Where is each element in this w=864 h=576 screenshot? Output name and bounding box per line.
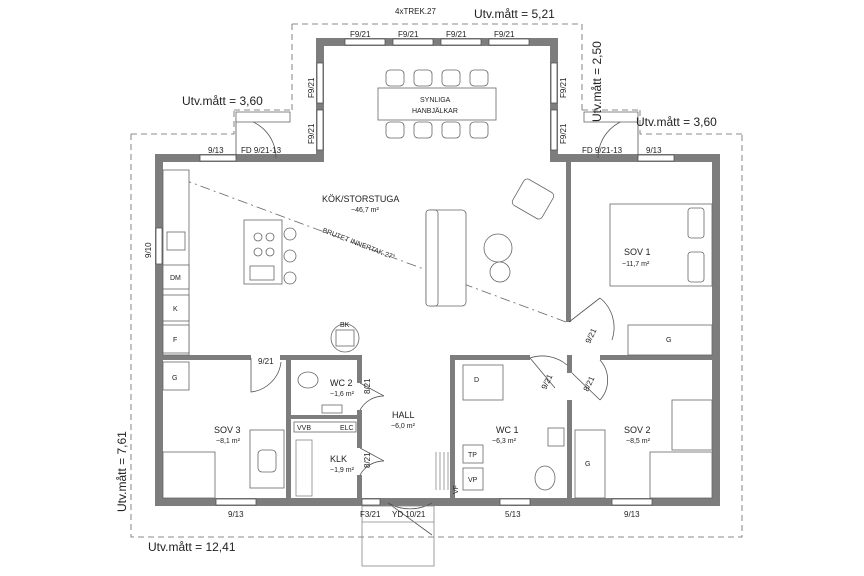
g-sov3-label: G	[172, 375, 177, 382]
ceiling-break-line	[162, 171, 567, 323]
door-label-entry: YD 10/21	[392, 510, 426, 519]
room-area-sov1: ~11,7 m²	[622, 261, 650, 268]
beams-label-1: SYNLIGA	[420, 97, 451, 104]
door-label-fd-left: FD 9/21-13	[241, 146, 282, 155]
window-label-wing-left: 9/13	[208, 146, 224, 155]
window-label-side-right-1: F9/21	[559, 77, 568, 98]
dm-label: DM	[170, 275, 181, 282]
window-bottom-left	[215, 498, 257, 506]
d-wc1-label: D	[474, 377, 479, 384]
door-label-sov3: 9/21	[258, 357, 274, 366]
vvb-label: VVB	[297, 425, 311, 432]
window-label-side-right-2: F9/21	[559, 123, 568, 144]
window-side-right-1	[550, 62, 558, 104]
room-area-klk: ~1,9 m²	[330, 467, 355, 474]
window-label-side-left-1: F9/21	[307, 77, 316, 98]
window-wing-left	[199, 154, 237, 162]
windows	[155, 38, 675, 506]
room-name-sov1: SOV 1	[624, 247, 651, 257]
window-label-top-1: F9/21	[350, 30, 371, 39]
k-label: K	[173, 306, 178, 313]
window-top-1	[344, 38, 386, 46]
window-label-top-2: F9/21	[398, 30, 419, 39]
room-name-klk: KLK	[330, 454, 347, 464]
room-area-wc1: ~6,3 m²	[492, 438, 517, 445]
door-label-fd-right: FD 9/21-13	[582, 146, 623, 155]
window-bottom-right	[611, 498, 653, 506]
room-area-sov3: ~8,1 m²	[216, 438, 241, 445]
window-entry	[361, 498, 381, 506]
vp-label: VP	[468, 477, 478, 484]
vf-label: VF	[453, 485, 460, 494]
doors	[235, 111, 639, 567]
door-label-sov1: 9/21	[584, 326, 599, 344]
el-c-label: ELC	[340, 425, 354, 432]
window-top-3	[440, 38, 482, 46]
window-label-side-left-2: F9/21	[307, 123, 316, 144]
stove-label: BK	[340, 322, 350, 329]
window-label-entry: F3/21	[360, 510, 381, 519]
room-name-wc1: WC 1	[496, 425, 519, 435]
door-label-sov2: 8/21	[582, 374, 597, 392]
drawing-code: 4xTREK.27	[395, 7, 436, 16]
ceiling-label: BRUTET INNERTAK 27°	[321, 226, 396, 261]
window-label-top-4: F9/21	[494, 30, 515, 39]
dimension-left-wing: Utv.mått = 3,60	[182, 94, 263, 108]
room-area-hall: ~6,0 m²	[391, 423, 416, 430]
window-label-bottom-mid: 5/13	[505, 510, 521, 519]
room-name-sov3: SOV 3	[214, 425, 241, 435]
window-label-top-3: F9/21	[446, 30, 467, 39]
dimension-right-wing: Utv.mått = 3,60	[636, 115, 717, 129]
window-side-left-1	[316, 62, 324, 104]
window-top-4	[488, 38, 530, 46]
window-label-wing-right: 9/13	[646, 146, 662, 155]
window-bottom-mid	[499, 498, 531, 506]
door-label-wc1: 9/21	[540, 372, 555, 390]
dimension-bottom: Utv.mått = 12,41	[148, 540, 236, 554]
door-label-klk: 8/21	[363, 452, 372, 468]
room-name-kok: KÖK/STORSTUGA	[322, 194, 399, 204]
room-area-wc2: ~1,6 m²	[330, 391, 355, 398]
room-name-hall: HALL	[392, 410, 415, 420]
room-name-wc2: WC 2	[330, 378, 353, 388]
dimension-lines	[130, 23, 743, 538]
door-label-wc2: 8/21	[363, 378, 372, 394]
room-name-sov2: SOV 2	[624, 425, 651, 435]
dimension-top: Utv.mått = 5,21	[474, 7, 555, 21]
window-label-bottom-right: 9/13	[624, 510, 640, 519]
window-kitchen-side	[155, 227, 163, 265]
room-area-sov2: ~8,5 m²	[626, 438, 651, 445]
furniture	[162, 69, 713, 499]
window-label-kitchen-side: 9/10	[144, 242, 153, 258]
window-top-2	[392, 38, 434, 46]
g-sov1-label: G	[666, 337, 671, 344]
f-label: F	[173, 337, 177, 344]
window-side-left-2	[316, 109, 324, 151]
g-sov2-label: G	[585, 461, 590, 468]
dimension-left-vertical: Utv.mått = 7,61	[115, 431, 129, 512]
beams-label-2: HANBJÄLKAR	[412, 107, 458, 115]
room-area-kok: ~46,7 m²	[351, 207, 379, 214]
window-wing-right	[637, 154, 675, 162]
dimension-right-vertical: Utv.mått = 2,50	[590, 41, 604, 122]
window-label-bottom-left: 9/13	[228, 510, 244, 519]
tp-label: TP	[468, 452, 477, 459]
window-side-right-2	[550, 109, 558, 151]
